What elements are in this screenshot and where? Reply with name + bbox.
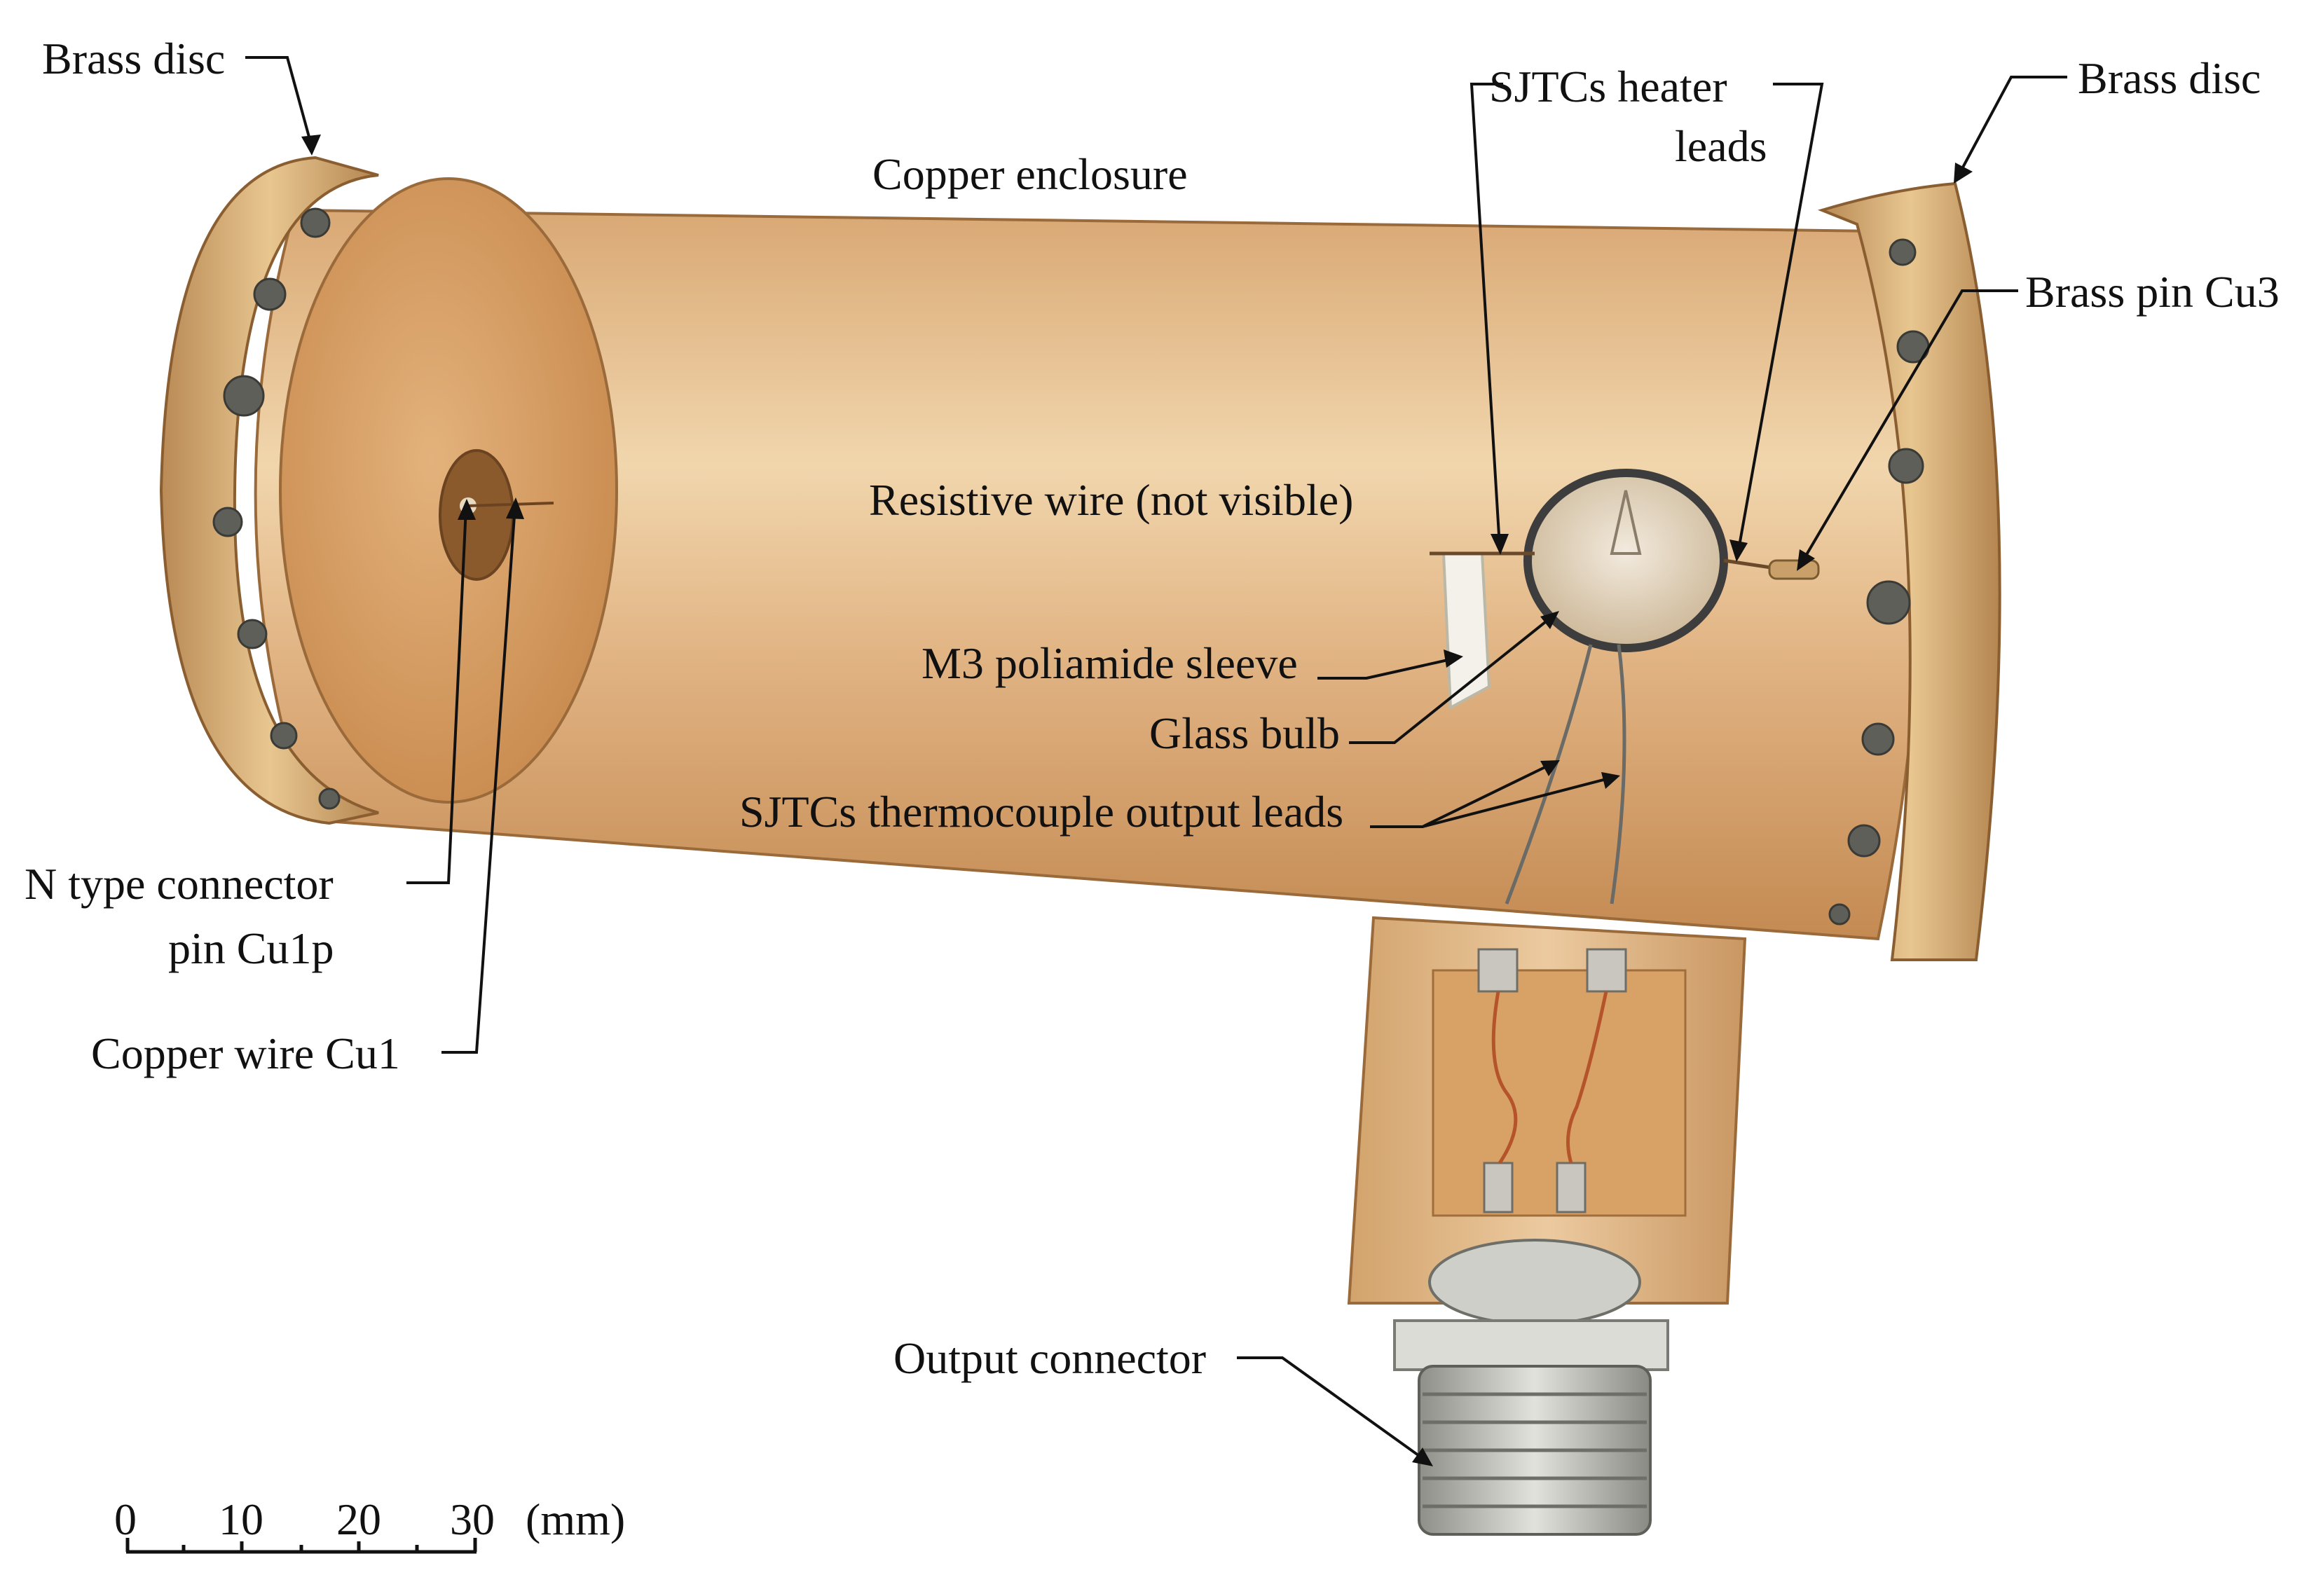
- copper-wire-cu1: [467, 502, 554, 507]
- scale-tick-30: 30: [450, 1494, 495, 1544]
- label-m3-poliamide-sleeve: M3 poliamide sleeve: [922, 638, 1298, 688]
- label-n-connector-2: pin Cu1p: [168, 923, 334, 973]
- scale-tick-20: 20: [336, 1494, 381, 1544]
- left-ring-holes: [212, 207, 341, 810]
- terminal-blocks: [1477, 948, 1627, 1213]
- coiled-wires: [1491, 991, 1608, 1164]
- glass-bulb: [1523, 469, 1728, 652]
- label-glass-bulb: Glass bulb: [1149, 708, 1340, 758]
- leader-lines: [245, 56, 2067, 1466]
- bulb-filament: [1610, 490, 1642, 555]
- n-connector-hole: [439, 449, 514, 581]
- scale-tick-10: 10: [219, 1494, 263, 1544]
- output-connector-flange: [1428, 1239, 1641, 1326]
- label-output-connector: Output connector: [893, 1333, 1206, 1383]
- label-n-connector-1: N type connector: [25, 859, 334, 909]
- label-thermocouple-leads: SJTCs thermocouple output leads: [739, 787, 1343, 837]
- label-copper-wire: Copper wire Cu1: [91, 1029, 400, 1078]
- label-sjtc-heater-leads-2: leads: [1675, 121, 1767, 171]
- brass-pin-cu3: [1768, 559, 1820, 580]
- label-copper-enclosure: Copper enclosure: [872, 149, 1188, 199]
- right-ring-holes: [1828, 238, 1930, 926]
- label-brass-disc-right: Brass disc: [2078, 53, 2261, 103]
- left-brass-disc: [159, 156, 379, 825]
- thermocouple-lead-2: [1610, 644, 1626, 904]
- label-brass-disc-left: Brass disc: [42, 34, 225, 83]
- scale-bar: 0 10 20 30 (mm): [114, 1494, 625, 1554]
- connector-thread-lines: [1423, 1392, 1647, 1508]
- scale-unit: (mm): [526, 1494, 625, 1544]
- label-sjtc-heater-leads-1: SJTCs heater: [1489, 62, 1727, 111]
- label-resistive-wire: Resistive wire (not visible): [869, 475, 1353, 525]
- device-photo: [159, 156, 2001, 1536]
- output-connector-plate: [1393, 1319, 1669, 1371]
- scale-tick-0: 0: [114, 1494, 137, 1544]
- labels: Brass disc Brass disc SJTCs heater leads…: [25, 34, 2280, 1383]
- label-brass-pin-cu3: Brass pin Cu3: [2025, 267, 2280, 317]
